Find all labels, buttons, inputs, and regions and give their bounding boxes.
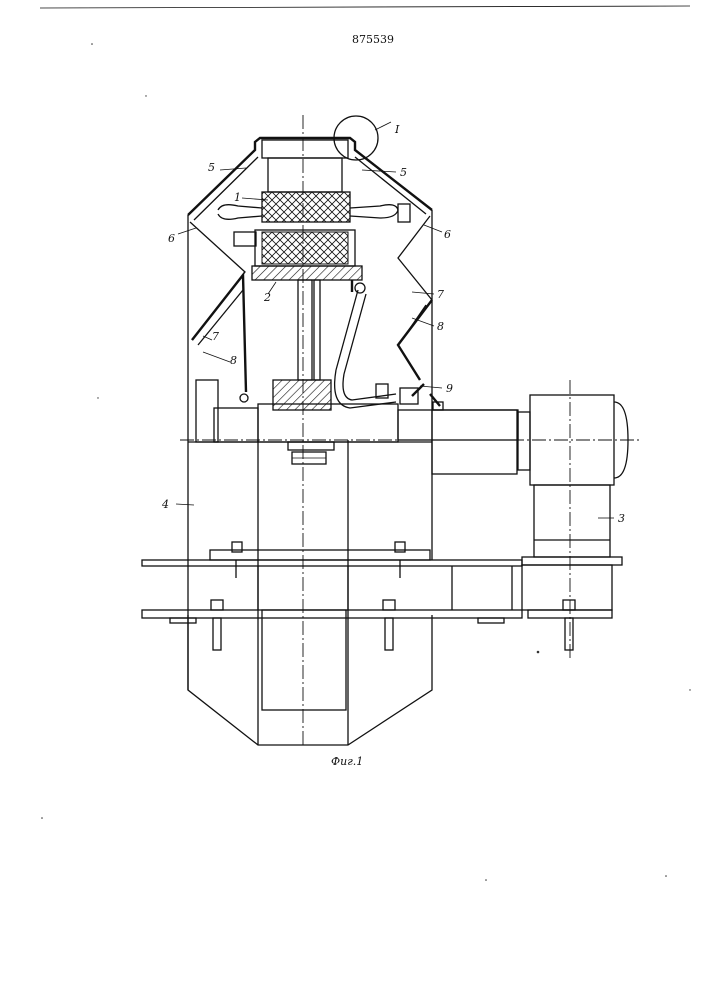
callout-3: 3 [618, 512, 625, 525]
callout-6-left: 6 [168, 232, 175, 245]
anchor-bolts [211, 542, 575, 650]
housing-4 [188, 210, 432, 745]
callout-detail-view: I [394, 123, 400, 136]
drive-motor-3 [518, 395, 628, 565]
callout-8-left: 8 [230, 354, 237, 367]
callout-leaders [176, 168, 614, 518]
lever-9 [376, 384, 443, 410]
patent-number: 875539 [352, 33, 394, 46]
callout-8-right: 8 [437, 320, 444, 333]
disc-2-and-shaft [252, 266, 396, 410]
base-plate [142, 550, 612, 623]
callout-1: 1 [234, 191, 241, 204]
scan-specks [41, 43, 691, 881]
callout-9: 9 [446, 382, 453, 395]
figure-caption: Фиг.1 [331, 755, 363, 768]
callout-2: 2 [263, 291, 271, 304]
callout-7-right: 7 [437, 288, 444, 301]
main-frame [188, 404, 518, 474]
callout-5-right: 5 [400, 166, 407, 179]
callout-5-left: 5 [208, 161, 215, 174]
sheet-top-border [40, 6, 690, 8]
callout-7-left: 7 [212, 330, 219, 343]
callout-4: 4 [161, 498, 169, 511]
callout-6-right: 6 [444, 228, 451, 241]
